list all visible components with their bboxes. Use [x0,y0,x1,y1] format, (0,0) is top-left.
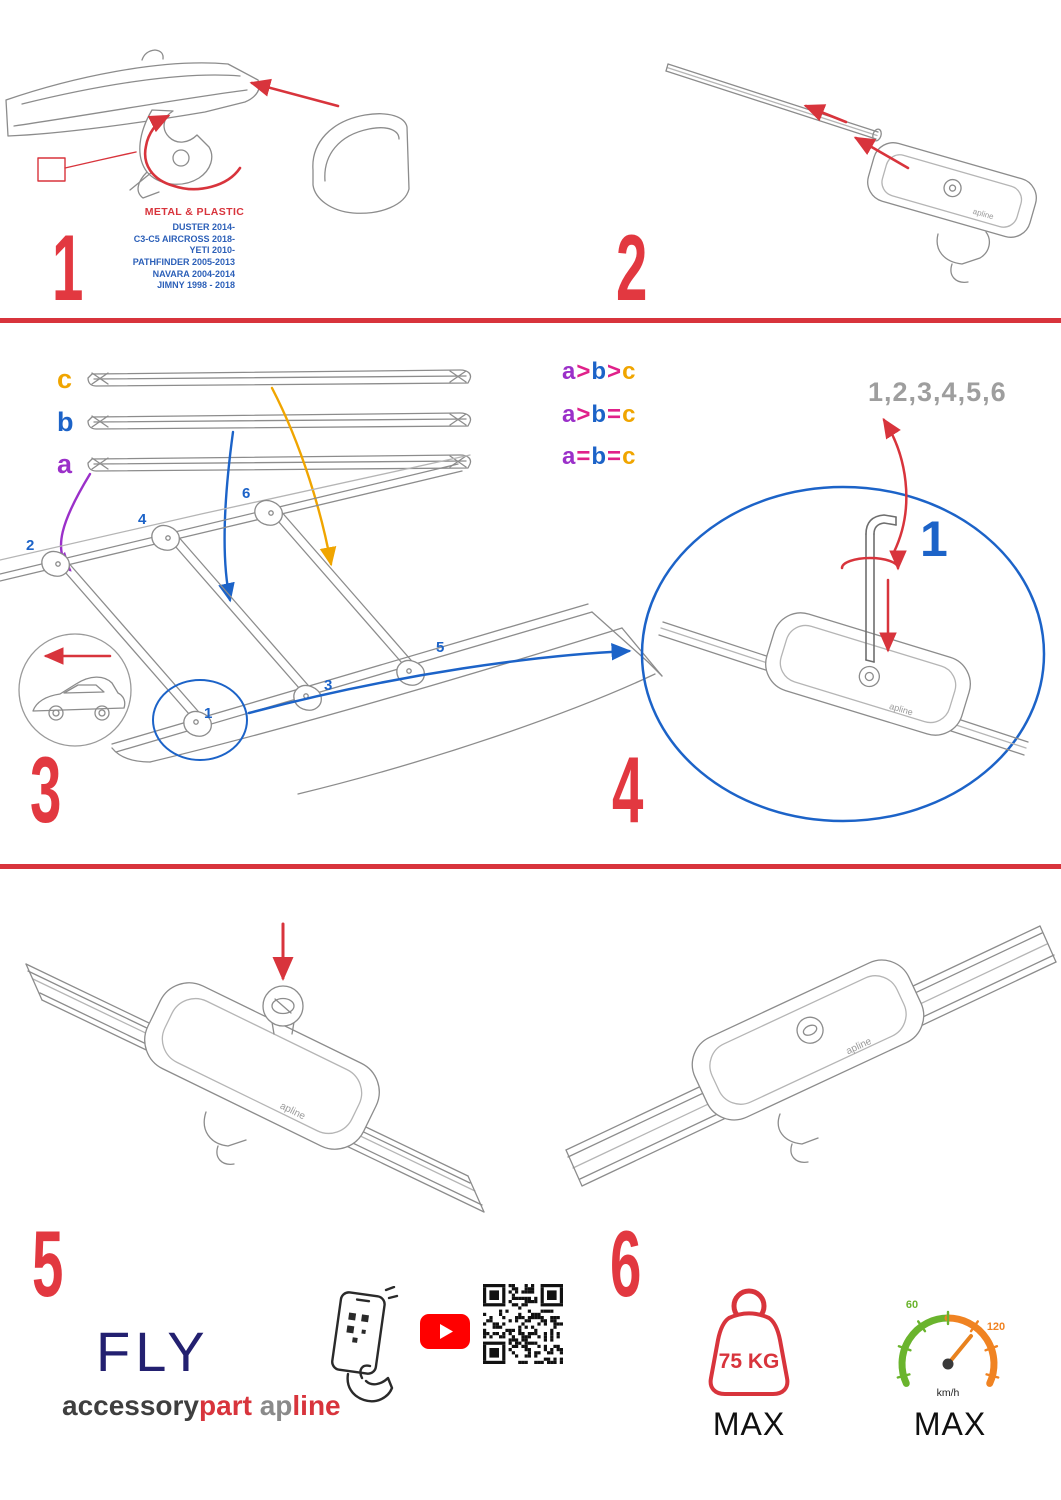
phone-qr-scan-icon [331,1286,399,1403]
foot-locked-drawing: apline [565,925,1057,1187]
top-section-illustration: apline [5,49,1037,283]
speed-unit-label: km/h [937,1387,960,1399]
qr-code [483,1284,563,1364]
material-label: METAL & PLASTIC [144,206,245,218]
legend-token: b [591,401,608,428]
brand-wordmark: accessorypart apline [62,1392,341,1420]
vehicle-model: NAVARA 2004-2014 [152,268,235,279]
length-legend-row: a>b=c [562,403,636,427]
step-3-number: 3 [30,737,61,842]
step-5-number: 5 [32,1211,63,1316]
bar-profile-drawing [665,63,882,142]
gauge-needle [946,1334,973,1366]
step-2-number: 2 [616,215,647,320]
bar-label-b: b [57,407,74,437]
vehicle-model: DUSTER 2014- [172,222,235,232]
speed-max-label: MAX [913,1406,987,1442]
legend-token: = [607,401,623,428]
vehicle-model: JIMNY 1998 - 2018 [157,280,235,291]
bar-label-a: a [57,449,73,479]
brand-accessory: accessory [62,1390,200,1421]
crossbar-b-drawing [87,412,472,430]
zoom-link-arrow [247,643,632,715]
bar-c-position-curve [270,386,337,567]
legend-token: = [607,443,623,470]
zoom-detail-ellipse [640,485,1046,823]
legend-token: = [576,443,592,470]
vehicle-model: YETI 2010- [189,245,235,256]
sequence-pointer-arrow [882,417,908,554]
length-legend-row: a>b>c [562,360,636,384]
legend-token: c [622,358,637,385]
insert-support-arrow [853,136,910,170]
speed-low-label: 60 [906,1299,918,1311]
vehicle-model-list: DUSTER 2014- C3-C5 AIRCROSS 2018- YETI 2… [110,222,235,292]
position-number-6: 6 [242,485,251,502]
legend-token: c [622,401,637,428]
car-roof-drawing [0,454,663,795]
vehicle-model: C3-C5 AIRCROSS 2018- [133,233,235,244]
brand-line: line [292,1390,341,1421]
clamp-highlight-arrow [143,114,242,191]
bar-label-c: c [57,364,73,394]
detail-zoom-circle [152,679,248,761]
allen-key-drawing [865,514,897,663]
legend-token: > [607,358,623,385]
crossbar-a-drawing [87,454,472,472]
mounted-crossbars-drawing [41,499,425,737]
callout-box [37,157,66,182]
legend-token: a [562,358,577,385]
youtube-icon [420,1314,470,1349]
bottom-section-illustration: apline [25,922,1057,1213]
weight-max-label: MAX [712,1406,786,1442]
weight-limit-icon: 75 KG [708,1288,790,1396]
foot-knob-drawing: apline [25,922,485,1213]
zoomed-foot-drawing: apline [658,417,1029,756]
legend-token: > [576,401,592,428]
vehicle-model: PATHFINDER 2005-2013 [132,257,235,268]
position-number-4: 4 [138,511,147,528]
section-divider [0,318,1061,323]
position-number-1: 1 [204,705,213,722]
crossbar-end-drawing [5,49,260,137]
product-name: FLY [96,1320,210,1383]
sequence-first-number: 1 [920,511,948,567]
legend-token: a [562,401,577,428]
position-number-2: 2 [26,537,35,554]
legend-token: a [562,443,577,470]
legend-token: c [622,443,637,470]
legend-token: b [591,358,608,385]
legend-token: b [591,443,608,470]
length-legend-row: a=b=c [562,445,636,469]
brand-ap: ap [259,1390,293,1421]
section-divider [0,864,1061,869]
car-direction-badge [18,633,132,747]
attach-cover-arrow [249,78,340,108]
bar-b-position-curve [218,430,235,603]
crossbar-c-drawing [87,369,472,387]
insert-direction-arrow [803,104,848,124]
callout-leader-line [64,151,137,169]
plastic-cover-drawing [312,113,410,214]
position-number-3: 3 [324,677,333,694]
end-support-drawing: apline [867,142,1037,283]
brand-part: part [199,1390,252,1421]
tighten-sequence-label: 1,2,3,4,5,6 [868,377,1007,407]
position-number-5: 5 [436,639,445,656]
max-weight-value: 75 KG [719,1350,780,1373]
speed-high-label: 120 [987,1321,1005,1333]
rotate-key-arrow [840,550,907,571]
step-1-number: 1 [52,215,83,320]
step-6-number: 6 [610,1211,641,1316]
middle-section-illustration: apline [0,369,1046,823]
step-4-number: 4 [612,737,643,842]
speed-limit-gauge-icon: 60 120 km/h [896,1299,1005,1399]
legend-token: > [576,358,592,385]
play-icon [440,1324,453,1339]
